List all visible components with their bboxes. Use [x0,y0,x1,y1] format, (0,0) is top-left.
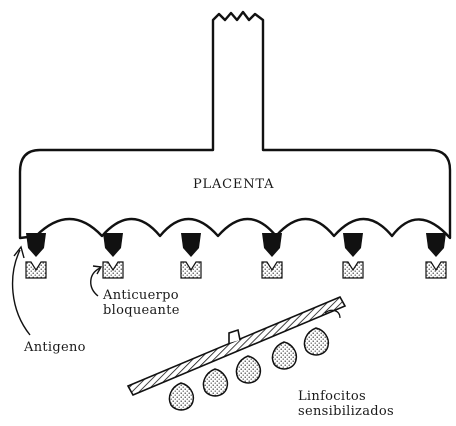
lymphocytes-label-line1: Linfocitos [298,389,394,404]
lymphocyte-4 [203,369,227,396]
blocking-antibody-6 [426,262,446,278]
blocking-antibody-label-line1: Anticuerpo [103,288,180,303]
placenta-outline [20,12,450,238]
blocking-antibody-4 [262,262,282,278]
villus-1 [26,233,46,257]
blocking-antibody-2 [103,262,123,278]
sensitized-lymphocytes-label: Linfocitos sensibilizados [298,389,394,419]
villus-3 [181,233,201,257]
placenta-label: PLACENTA [193,177,274,192]
lymphocyte-5 [169,383,193,410]
villus-6 [426,233,446,257]
antigen-label: Antigeno [24,340,86,355]
lymphocyte-1 [304,328,328,355]
blocking-antibody-1 [26,262,46,278]
lymphocyte-2 [272,342,296,369]
villus-2 [103,233,123,257]
villus-4 [262,233,282,257]
blocking-antibody-5 [343,262,363,278]
lymphocyte-3 [236,356,260,383]
blocking-antibody-label: Anticuerpo bloqueante [103,288,180,318]
lymphocytes-label-line2: sensibilizados [298,404,394,419]
blocking-antibody-3 [181,262,201,278]
villus-5 [343,233,363,257]
blocking-antibody-label-line2: bloqueante [103,303,180,318]
